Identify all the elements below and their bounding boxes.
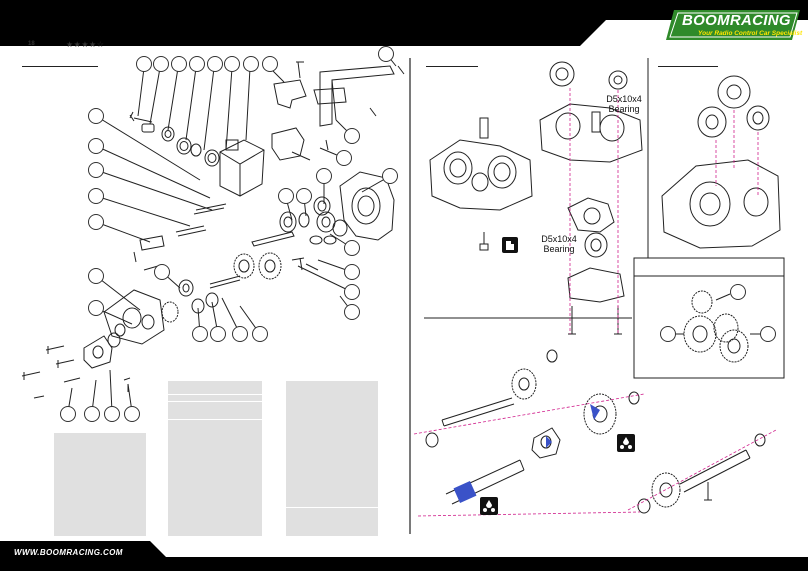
difficulty-stars: ★★★★☆ [66, 40, 105, 49]
thread-lock-icon [502, 237, 518, 253]
callout-circle [262, 56, 278, 72]
callout-circle [88, 268, 104, 284]
footer-band [0, 541, 808, 571]
callout-circle [189, 56, 205, 72]
callout-circle [60, 406, 76, 422]
callout-circle [136, 56, 152, 72]
callout-circle [296, 188, 312, 204]
parts-list-box-2 [286, 381, 378, 536]
callout-circle [84, 406, 100, 422]
section-title-line-left [22, 66, 98, 67]
callout-circle [730, 284, 746, 300]
section-title-line-right [658, 66, 718, 67]
logo-tagline: Your Radio Control Car Specialist [698, 30, 803, 37]
callout-circle [88, 188, 104, 204]
callout-circle [88, 300, 104, 316]
callout-circle [124, 406, 140, 422]
callout-circle [88, 214, 104, 230]
callout-circle [210, 326, 226, 342]
callout-circle [171, 56, 187, 72]
callout-circle [207, 56, 223, 72]
callout-circle [344, 304, 360, 320]
bearing-label-mid: D5x10x4 Bearing [541, 234, 577, 254]
parts-list-box-1 [168, 381, 262, 536]
callout-circle [316, 168, 332, 184]
callout-circle [336, 150, 352, 166]
logo-text: BOOMRACING [682, 12, 791, 29]
callout-circle [243, 56, 259, 72]
bearing-label-top: D5x10x4 Bearing [606, 94, 642, 114]
callout-circle [252, 326, 268, 342]
callout-circle [88, 138, 104, 154]
parts-list-box-3 [54, 433, 146, 536]
grease-icon [480, 497, 498, 515]
callout-circle [224, 56, 240, 72]
callout-circle [344, 284, 360, 300]
callout-circle [344, 128, 360, 144]
brand-logo: BOOMRACING Your Radio Control Car Specia… [660, 6, 808, 46]
footer-url-link[interactable]: WWW.BOOMRACING.COM [14, 548, 123, 557]
grease-icon [617, 434, 635, 452]
callout-circle [344, 264, 360, 280]
section-title-line-mid [426, 66, 478, 67]
callout-circle [88, 162, 104, 178]
callout-circle [154, 264, 170, 280]
header-band [0, 0, 808, 46]
callout-circle [192, 326, 208, 342]
callout-circle [344, 240, 360, 256]
callout-circle [378, 46, 394, 62]
callout-circle [153, 56, 169, 72]
callout-circle [278, 188, 294, 204]
callout-circle [760, 326, 776, 342]
callout-circle [88, 108, 104, 124]
callout-circle [104, 406, 120, 422]
callout-circle [660, 326, 676, 342]
page-number: 18 [28, 41, 35, 47]
callout-circle [382, 168, 398, 184]
callout-circle [232, 326, 248, 342]
